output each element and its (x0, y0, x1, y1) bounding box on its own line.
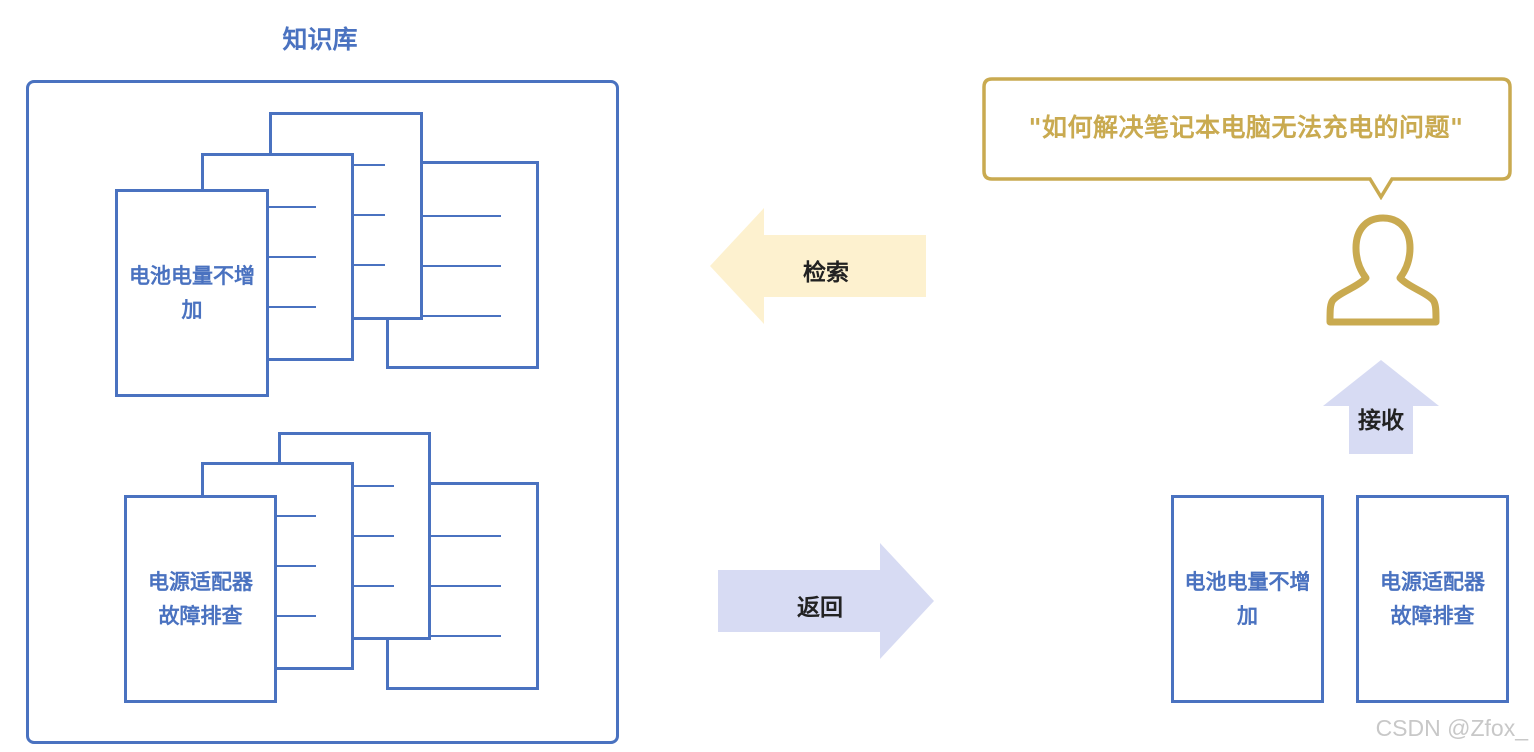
doc-line (277, 615, 316, 617)
receive-label: 接收 (1358, 408, 1404, 434)
return-arrow-shape (718, 543, 934, 659)
doc-line (423, 265, 501, 267)
return-label: 返回 (797, 595, 843, 621)
doc-line (277, 565, 316, 567)
retrieve-label: 检索 (803, 260, 849, 286)
doc-line (269, 306, 316, 308)
doc-line (354, 485, 394, 487)
query-text: "如何解决笔记本电脑无法充电的问题" (1028, 113, 1464, 142)
doc-line (431, 585, 501, 587)
doc-line (431, 635, 501, 637)
doc-line (354, 214, 385, 216)
doc-line (354, 164, 385, 166)
retrieve-arrow-shape (710, 208, 926, 324)
doc-line (277, 515, 316, 517)
doc-line (423, 315, 501, 317)
doc-line (423, 215, 501, 217)
query-speech-bubble (982, 77, 1512, 200)
doc-line (354, 585, 394, 587)
receive-arrow (1323, 360, 1439, 454)
knowledge-base-title: 知识库 (282, 25, 358, 54)
watermark: CSDN @Zfox_ (1375, 715, 1528, 741)
doc-line (269, 206, 316, 208)
user-silhouette-icon (1326, 214, 1440, 326)
doc-page-front-battery[interactable]: 电池电量不增 加 (115, 189, 269, 397)
result-doc-adapter[interactable]: 电源适配器 故障排查 (1356, 495, 1509, 703)
result-doc-battery[interactable]: 电池电量不增 加 (1171, 495, 1324, 703)
doc-line (354, 264, 385, 266)
doc-line (431, 535, 501, 537)
retrieve-arrow (710, 208, 926, 324)
knowledge-base-frame (26, 80, 619, 744)
doc-line (354, 535, 394, 537)
doc-line (269, 256, 316, 258)
return-arrow (718, 543, 934, 659)
speech-bubble-outline (982, 77, 1512, 200)
receive-arrow-shape (1323, 360, 1439, 454)
doc-page-front-adapter[interactable]: 电源适配器 故障排查 (124, 495, 277, 703)
